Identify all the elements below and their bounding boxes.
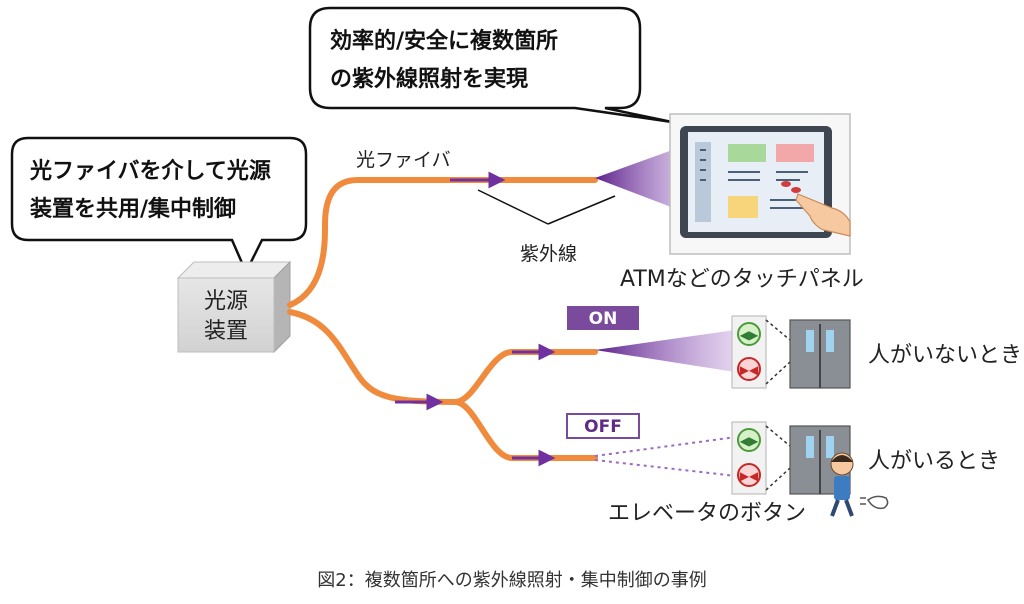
optical-fibers bbox=[287, 177, 598, 461]
badge-off-label: OFF bbox=[584, 417, 622, 437]
uv-cone-elevator-on bbox=[595, 330, 735, 372]
fiber-branch-off bbox=[452, 399, 598, 461]
atm-label: ATMなどのタッチパネル bbox=[620, 267, 864, 292]
fiber-branch-on bbox=[452, 349, 598, 405]
hand-wave-icon bbox=[860, 495, 889, 510]
speech-bubble-top: 効率的/安全に複数箇所 の紫外線照射を実現 bbox=[308, 6, 673, 124]
uv-dotted-off bbox=[594, 436, 737, 477]
atm-panel-image bbox=[669, 113, 851, 255]
fiber-to-elevator-trunk bbox=[287, 309, 458, 405]
fiber-to-atm bbox=[287, 177, 598, 308]
bubble-top-line2: の紫外線照射を実現 bbox=[330, 66, 528, 92]
finger-hand-icon bbox=[795, 193, 851, 237]
badge-on-label: ON bbox=[589, 309, 618, 329]
uv-flow-arrows bbox=[395, 171, 556, 467]
door-open-button-icon bbox=[737, 322, 761, 346]
uv-label: 紫外線 bbox=[520, 243, 577, 265]
light-source-line1: 光源 bbox=[204, 289, 248, 314]
light-source-line2: 装置 bbox=[204, 319, 248, 344]
uv-leader-lines bbox=[477, 189, 616, 225]
bubble-left-line2: 装置を共用/集中制御 bbox=[30, 196, 236, 222]
light-source-box: 光源 装置 bbox=[176, 260, 292, 354]
elevator-on-group: ◀▶ ▶◀ bbox=[731, 315, 851, 389]
elevator-off-group: ◀▶ ▶◀ bbox=[731, 421, 889, 517]
badge-off: OFF bbox=[566, 413, 640, 439]
svg-text:▶◀: ▶◀ bbox=[740, 469, 759, 483]
person-label: 人がいるとき bbox=[868, 449, 1000, 474]
speech-bubble-left: 光ファイバを介して光源 装置を共用/集中制御 bbox=[10, 136, 308, 275]
person-icon bbox=[830, 452, 854, 517]
figure-caption: 図2：複数箇所への紫外線照射・集中制御の事例 bbox=[317, 570, 706, 591]
bubble-left-line1: 光ファイバを介して光源 bbox=[29, 158, 271, 184]
svg-text:▶◀: ▶◀ bbox=[740, 363, 759, 377]
svg-text:◀▶: ◀▶ bbox=[740, 434, 759, 448]
fiber-label: 光ファイバ bbox=[356, 149, 451, 171]
bubble-top-line1: 効率的/安全に複数箇所 bbox=[330, 28, 558, 54]
svg-text:◀▶: ◀▶ bbox=[740, 328, 759, 342]
elevator-label: エレベータのボタン bbox=[608, 501, 806, 526]
badge-on: ON bbox=[567, 306, 639, 330]
door-close-button-icon bbox=[737, 357, 761, 381]
no-person-label: 人がいないとき bbox=[868, 343, 1022, 368]
